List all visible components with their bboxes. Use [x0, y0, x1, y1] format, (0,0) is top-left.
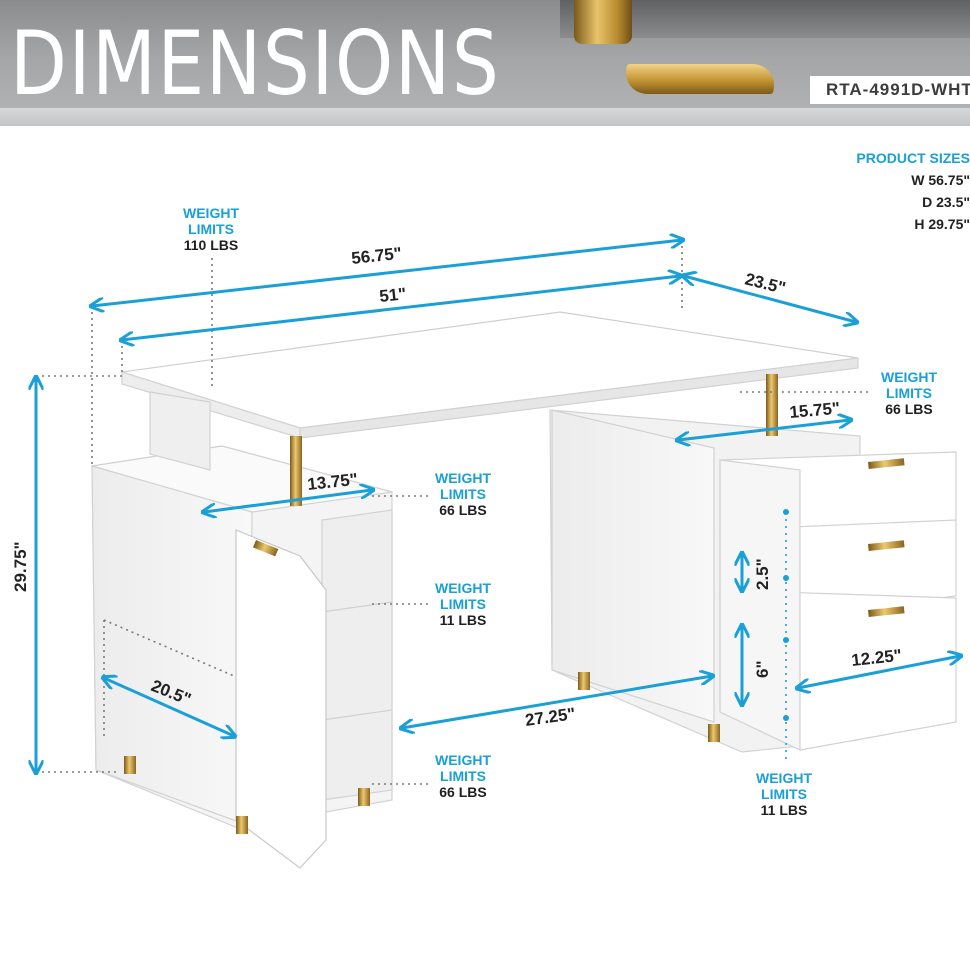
weight-limit-top-drawer: WEIGHT LIMITS 66 LBS	[864, 369, 954, 417]
door-handle	[253, 540, 279, 557]
weight-label: LIMITS	[886, 385, 932, 401]
label-drawer-gap: 2.5"	[753, 558, 772, 590]
weight-label: LIMITS	[440, 768, 486, 784]
weight-value: 66 LBS	[439, 784, 487, 800]
arrow-top-width	[122, 276, 680, 340]
dimension-arrows	[36, 240, 960, 772]
weight-label: LIMITS	[188, 221, 234, 237]
weight-label: WEIGHT	[435, 580, 491, 596]
drawer-handle-3	[868, 606, 905, 617]
product-sizes-title: PRODUCT SIZES	[856, 150, 970, 166]
weight-limit-cabinet-top: WEIGHT LIMITS 66 LBS	[418, 470, 508, 518]
label-knee-space: 27.25"	[524, 704, 577, 730]
weight-limit-desktop: WEIGHT LIMITS 110 LBS	[166, 205, 256, 253]
foot-4	[578, 672, 590, 690]
foot-5	[708, 724, 720, 742]
weight-label: LIMITS	[440, 486, 486, 502]
arrow-file-drawer-width	[798, 656, 960, 688]
label-drawer-width: 15.75"	[789, 399, 841, 422]
weight-value: 11 LBS	[439, 612, 487, 628]
label-overall-width: 56.75"	[350, 244, 402, 268]
arrow-drawer-width	[678, 420, 850, 440]
cabinet-inner	[321, 509, 393, 801]
product-size-height: H 29.75"	[914, 216, 970, 232]
label-top-width: 51"	[378, 284, 407, 306]
weight-value: 66 LBS	[885, 401, 933, 417]
weight-label: WEIGHT	[435, 470, 491, 486]
gold-post-right	[766, 374, 778, 436]
weight-label: WEIGHT	[183, 205, 239, 221]
weight-value: 66 LBS	[439, 502, 487, 518]
arrow-knee-space	[402, 676, 712, 728]
desktop-side-edge	[299, 357, 859, 439]
sku-label: RTA-4991D-WHT	[810, 76, 970, 104]
left-pedestal-side	[91, 465, 253, 827]
drawer-open	[719, 459, 801, 751]
foot-3	[358, 788, 370, 806]
gold-leg-photo	[574, 0, 632, 44]
label-height: 29.75"	[11, 541, 30, 592]
weight-label: LIMITS	[440, 596, 486, 612]
header-banner: DIMENSIONS RTA-4991D-WHT	[0, 0, 970, 126]
arrow-cabinet-depth	[104, 678, 234, 736]
product-size-depth: D 23.5"	[922, 194, 970, 210]
riser-support	[149, 391, 211, 471]
foot-2	[236, 816, 248, 834]
foot-1	[124, 756, 136, 774]
weight-label: LIMITS	[761, 786, 807, 802]
drawer-handle-2	[868, 540, 905, 551]
gold-post-left	[290, 436, 302, 506]
header-shelf-edge	[0, 108, 970, 126]
page-title: DIMENSIONS	[10, 12, 501, 115]
product-size-width: W 56.75"	[911, 172, 970, 188]
weight-limit-cabinet-bottom: WEIGHT LIMITS 66 LBS	[418, 752, 508, 800]
weight-value: 110 LBS	[183, 237, 239, 253]
weight-value: 11 LBS	[760, 802, 808, 818]
cabinet-door	[235, 529, 327, 869]
arrow-depth	[684, 276, 856, 322]
right-pedestal-front	[551, 409, 715, 723]
weight-limit-drawers: WEIGHT LIMITS 11 LBS	[739, 770, 829, 818]
weight-label: WEIGHT	[435, 752, 491, 768]
weight-label: WEIGHT	[756, 770, 812, 786]
label-drawer-depth: 6"	[753, 660, 772, 678]
arrow-cabinet-width	[204, 490, 372, 512]
weight-label: WEIGHT	[881, 369, 937, 385]
weight-limit-cabinet-shelf: WEIGHT LIMITS 11 LBS	[418, 580, 508, 628]
drawer-handle-1	[868, 458, 905, 469]
